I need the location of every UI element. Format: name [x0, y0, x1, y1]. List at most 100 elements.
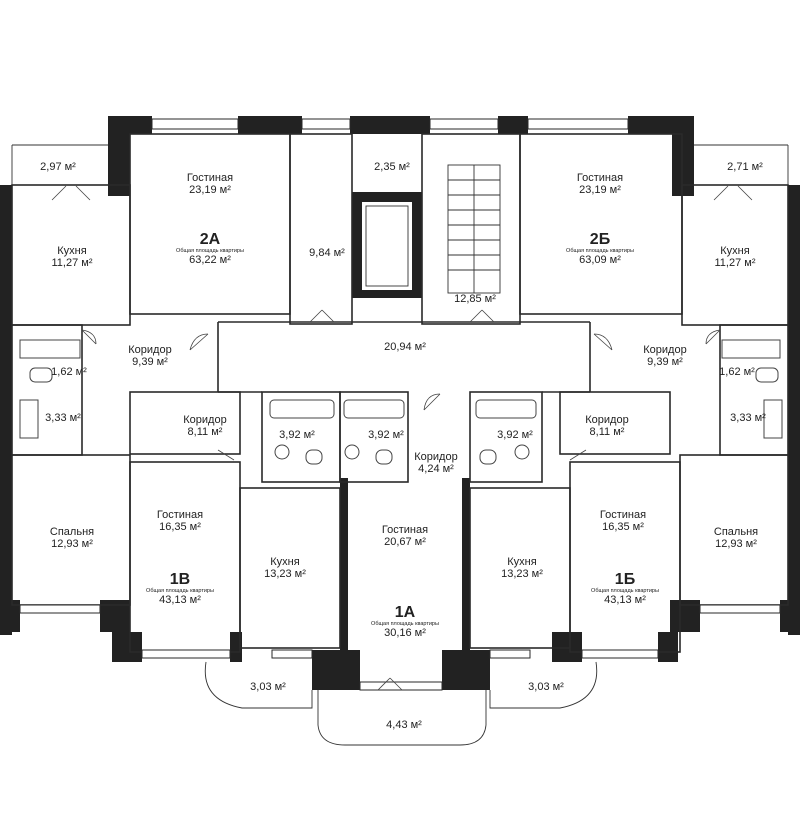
- room-area: 3,92 м²: [279, 429, 315, 441]
- room-area: 4,43 м²: [386, 719, 422, 731]
- room-area: 3,92 м²: [497, 429, 533, 441]
- room-name: Коридор: [414, 451, 458, 463]
- room-name: Спальня: [713, 526, 759, 538]
- interior-walls: [11, 133, 789, 653]
- room-label: 1,62 м²: [51, 366, 87, 379]
- apartment-total-area: 43,13 м²: [604, 593, 646, 606]
- room-area: 11,27 м²: [714, 256, 756, 269]
- apartment-total-area: 30,16 м²: [384, 626, 426, 639]
- room-name: Коридор: [183, 414, 227, 426]
- room-label: 1,62 м²: [719, 366, 755, 379]
- apartment-caption: Общая площадь квартиры: [566, 247, 634, 254]
- room-area: 16,35 м²: [159, 520, 201, 533]
- room-area: 20,94 м²: [384, 341, 426, 353]
- room-label: 2,71 м²: [727, 161, 763, 174]
- room-label: 4,43 м²: [386, 719, 422, 732]
- room-area: 1,62 м²: [719, 366, 755, 378]
- room-area: 12,93 м²: [715, 537, 757, 550]
- room-name: Гостиная: [599, 509, 647, 521]
- apartment-1b: 1Б Общая площадь квартиры 43,13 м²: [591, 571, 659, 606]
- room-label: 3,03 м²: [528, 681, 564, 694]
- windows: [19, 118, 781, 691]
- room-area: 16,35 м²: [602, 520, 644, 533]
- room-area: 3,33 м²: [730, 412, 766, 424]
- apartment-caption: Общая площадь квартиры: [591, 587, 659, 594]
- apartment-2b: 2Б Общая площадь квартиры 63,09 м²: [566, 231, 634, 266]
- apartment-total-area: 43,13 м²: [159, 593, 201, 606]
- room-area: 13,23 м²: [264, 567, 306, 580]
- room-label: 3,92 м²: [368, 429, 404, 442]
- room-area: 9,84 м²: [309, 247, 345, 259]
- room-area: 8,11 м²: [187, 425, 223, 438]
- room-name: Коридор: [643, 344, 687, 356]
- room-area: 9,39 м²: [132, 355, 168, 368]
- exterior-walls: [0, 116, 800, 690]
- room-label: 3,92 м²: [279, 429, 315, 442]
- apartment-caption: Общая площадь квартиры: [146, 587, 214, 594]
- room-label: 3,92 м²: [497, 429, 533, 442]
- room-area: 2,35 м²: [374, 161, 410, 173]
- apartment-code: 2Б: [589, 231, 611, 248]
- room-name: Спальня: [49, 526, 95, 538]
- room-name: Коридор: [585, 414, 629, 426]
- room-area: 23,19 м²: [579, 183, 621, 196]
- room-label: 3,33 м²: [730, 412, 766, 425]
- room-name: Гостиная: [576, 172, 624, 184]
- room-name: Гостиная: [186, 172, 234, 184]
- apartment-code: 2А: [199, 231, 221, 248]
- balconies: [11, 144, 789, 746]
- room-area: 20,67 м²: [384, 535, 426, 548]
- room-area: 9,39 м²: [647, 355, 683, 368]
- room-name: Кухня: [57, 245, 87, 257]
- room-name: Гостиная: [381, 524, 429, 536]
- room-area: 3,03 м²: [250, 681, 286, 693]
- room-name: Кухня: [507, 556, 537, 568]
- room-name: Кухня: [720, 245, 750, 257]
- apartment-caption: Общая площадь квартиры: [371, 620, 439, 627]
- room-area: 12,93 м²: [51, 537, 93, 550]
- room-area: 3,33 м²: [45, 412, 81, 424]
- apartment-code: 1В: [169, 571, 191, 588]
- room-label: 9,84 м²: [309, 247, 345, 260]
- doors: [51, 185, 753, 691]
- room-name: Гостиная: [156, 509, 204, 521]
- room-label: 3,33 м²: [45, 412, 81, 425]
- room-label: 2,35 м²: [374, 161, 410, 174]
- apartment-caption: Общая площадь квартиры: [176, 247, 244, 254]
- room-label: 20,94 м²: [384, 341, 426, 354]
- room-area: 13,23 м²: [501, 567, 543, 580]
- apartment-1a: 1А Общая площадь квартиры 30,16 м²: [371, 604, 439, 639]
- apartment-code: 1А: [394, 604, 416, 621]
- room-area: 11,27 м²: [51, 256, 93, 269]
- room-label: 3,03 м²: [250, 681, 286, 694]
- apartment-1v: 1В Общая площадь квартиры 43,13 м²: [146, 571, 214, 606]
- room-label: 2,97 м²: [40, 161, 76, 174]
- bath-fixtures: [19, 339, 783, 465]
- room-area: 2,71 м²: [727, 161, 763, 173]
- apartment-total-area: 63,09 м²: [579, 253, 621, 266]
- room-area: 4,24 м²: [418, 462, 454, 475]
- apartment-2a: 2А Общая площадь квартиры 63,22 м²: [176, 231, 244, 266]
- apartment-code: 1Б: [614, 571, 636, 588]
- room-area: 8,11 м²: [589, 425, 625, 438]
- room-area: 3,92 м²: [368, 429, 404, 441]
- room-area: 3,03 м²: [528, 681, 564, 693]
- stairs: [365, 164, 501, 294]
- room-label: 12,85 м²: [454, 293, 496, 306]
